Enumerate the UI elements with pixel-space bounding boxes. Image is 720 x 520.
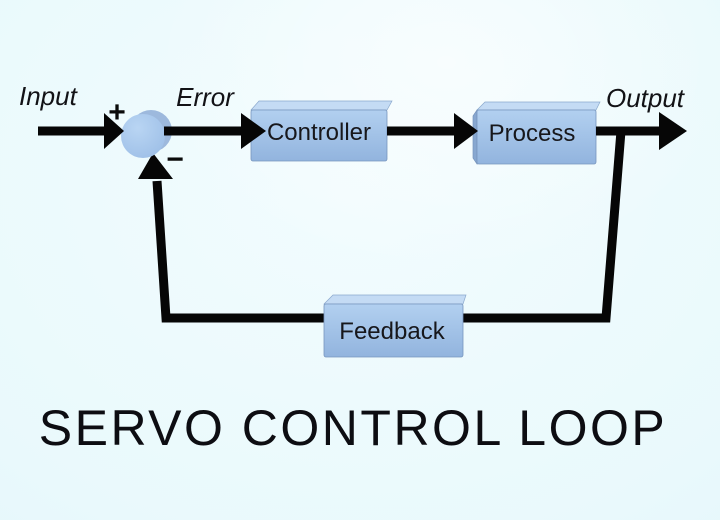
process-front-face [476, 109, 597, 165]
controller-to-process-arrowhead-icon [454, 113, 478, 149]
process-block: Process [472, 101, 601, 166]
minus-sign: − [166, 143, 184, 176]
error-label: Error [176, 82, 235, 112]
process-label: Process [489, 120, 576, 147]
arrowhead-up-icon [138, 153, 173, 179]
input-arrowhead-icon [104, 113, 124, 149]
feedback-top-face [323, 294, 467, 305]
error-arrowhead-icon [241, 113, 266, 149]
feedback-label: Feedback [339, 318, 445, 345]
input-label: Input [19, 81, 79, 111]
process-top-face [476, 101, 601, 111]
feedback-front-face [323, 303, 464, 358]
plus-sign: + [108, 96, 126, 129]
controller-top-face [250, 100, 393, 111]
controller-label: Controller [267, 119, 371, 146]
output-label: Output [606, 83, 686, 113]
diagram-title: SERVO CONTROL LOOP [39, 400, 667, 456]
controller-block: Controller [250, 100, 393, 162]
feedback-block: Feedback [323, 294, 467, 358]
summing-junction [121, 114, 165, 158]
output-arrowhead-icon [659, 112, 687, 150]
process-side-face [472, 108, 478, 166]
